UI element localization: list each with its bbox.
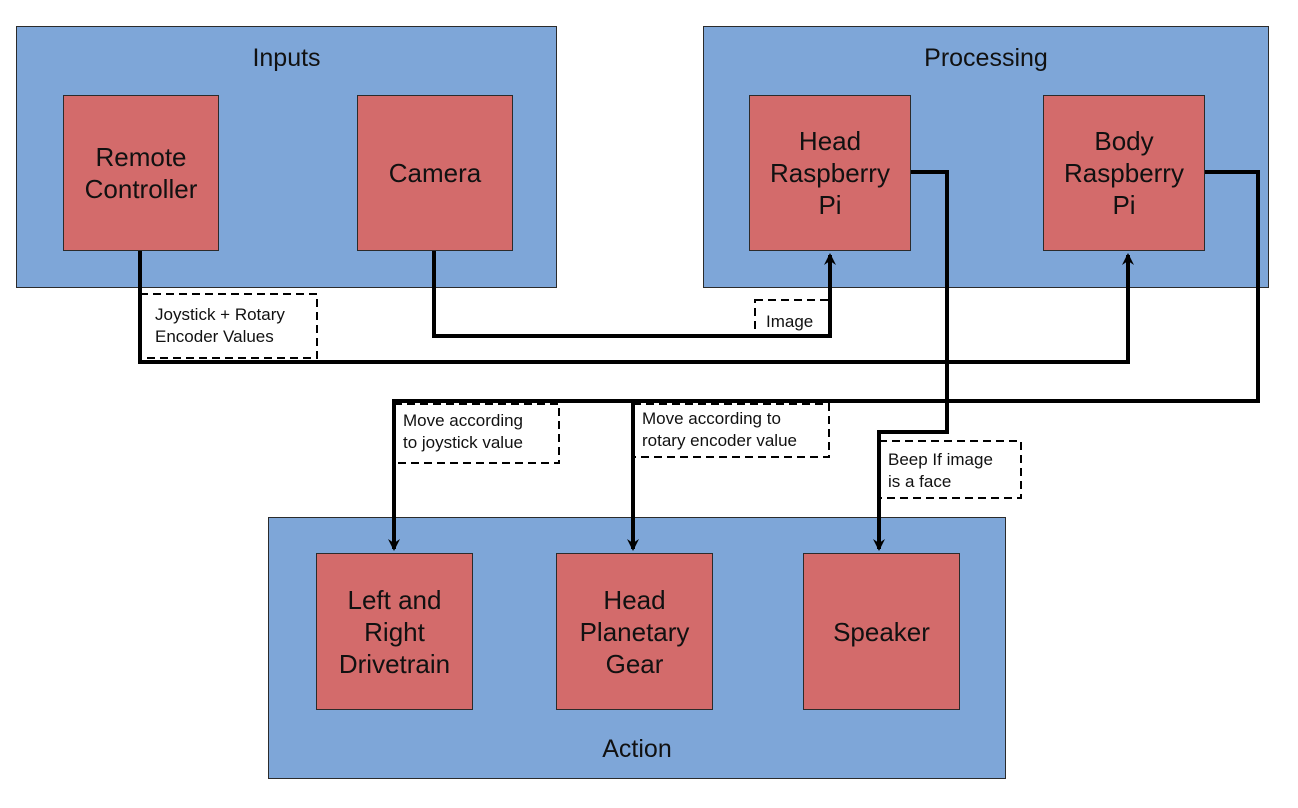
processing-group-title: Processing [924,44,1048,72]
camera-node: Camera [357,95,513,251]
beep-label: Beep If image is a face [888,450,993,491]
joystick-rotary-label: Joystick + Rotary Encoder Values [155,305,285,346]
move-joystick-label: Move according to joystick value [403,411,524,452]
body-pi-to-drivetrain-arrow [388,170,1260,551]
inputs-group-title: Inputs [252,44,321,72]
head-pi-to-speaker-arrow [873,170,949,551]
remote-to-body-pi-arrow [138,251,1134,364]
action-group-title: Action [602,735,672,763]
speaker-node: Speaker [803,553,960,710]
body-raspberry-pi-node: Body Raspberry Pi [1043,95,1205,251]
planetary-gear-node: Head Planetary Gear [556,553,713,710]
image-label: Image [766,312,814,331]
move-rotary-label: Move according to rotary encoder value [642,409,797,450]
remote-controller-node: Remote Controller [63,95,219,251]
head-raspberry-pi-node: Head Raspberry Pi [749,95,911,251]
drivetrain-node: Left and Right Drivetrain [316,553,473,710]
camera-to-head-pi-arrow [432,251,836,338]
